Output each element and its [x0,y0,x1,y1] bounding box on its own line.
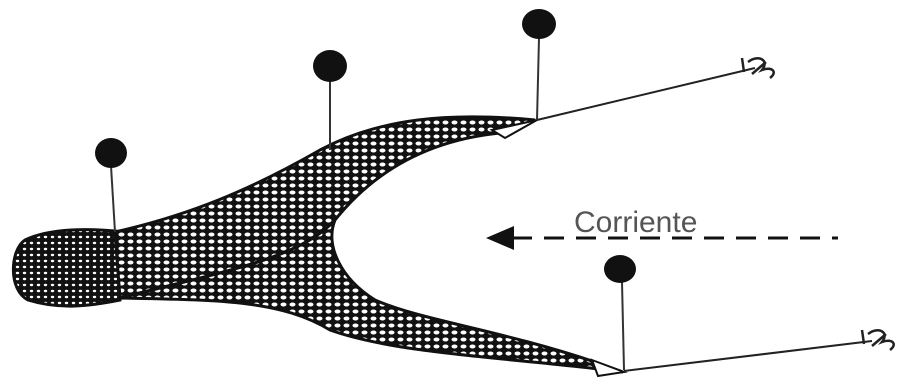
anchor-icon [860,329,895,351]
floats [95,9,636,283]
anchor-upper [740,57,775,79]
upper-wing-tip [489,119,538,140]
net-body [11,115,628,378]
float-buoy-icon [522,9,556,39]
float-buoy-icon [604,255,636,283]
anchor-lines [536,67,873,372]
current-label: Corriente [574,206,697,239]
anchor-lower [860,329,895,351]
float-line-1 [110,165,116,233]
cod-end [11,228,127,308]
float-lines [110,37,625,371]
float-line-3 [536,37,540,121]
float-line-4 [621,281,625,371]
float-buoy-icon [313,50,347,82]
float-buoy-icon [95,138,127,168]
anchor-line-upper [536,67,756,121]
anchor-line-lower [623,340,873,372]
arrow-left-icon [486,226,514,250]
lower-wing [119,218,624,374]
anchor-icon [740,57,775,79]
lower-wing-tip [590,358,628,378]
current-arrow [486,226,838,250]
